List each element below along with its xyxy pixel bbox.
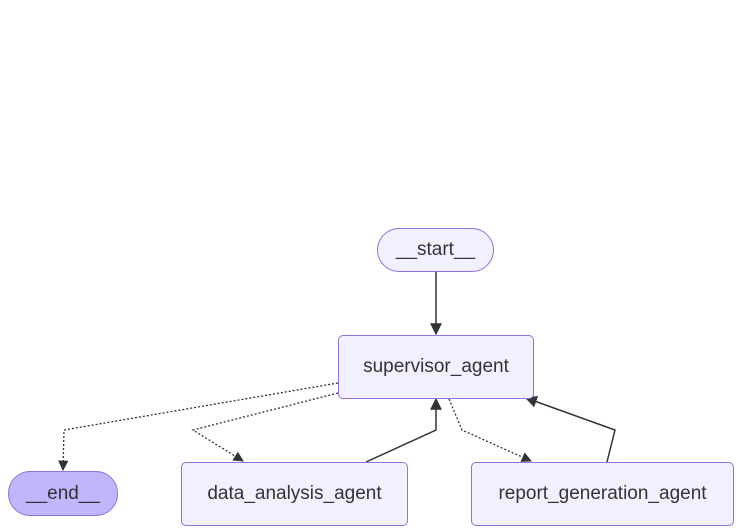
start-node-label: __start__ — [395, 239, 476, 260]
start-node: __start__ — [377, 228, 494, 272]
supervisor-agent-label: supervisor_agent — [363, 356, 509, 377]
edge-supervisor-to-report-generation — [448, 398, 532, 462]
edge-supervisor-to-data-analysis — [191, 392, 339, 462]
supervisor-agent-node: supervisor_agent — [338, 335, 534, 399]
data-analysis-agent-node: data_analysis_agent — [181, 462, 408, 526]
edge-report-generation-to-supervisor — [524, 396, 616, 463]
edge-data-analysis-to-supervisor — [365, 397, 442, 463]
report-generation-agent-label: report_generation_agent — [498, 483, 707, 504]
edge-supervisor-to-end — [58, 382, 339, 472]
data-analysis-agent-label: data_analysis_agent — [207, 483, 382, 504]
report-generation-agent-node: report_generation_agent — [471, 462, 734, 526]
end-node-label: __end__ — [26, 482, 100, 504]
end-node: __end__ — [8, 471, 118, 516]
